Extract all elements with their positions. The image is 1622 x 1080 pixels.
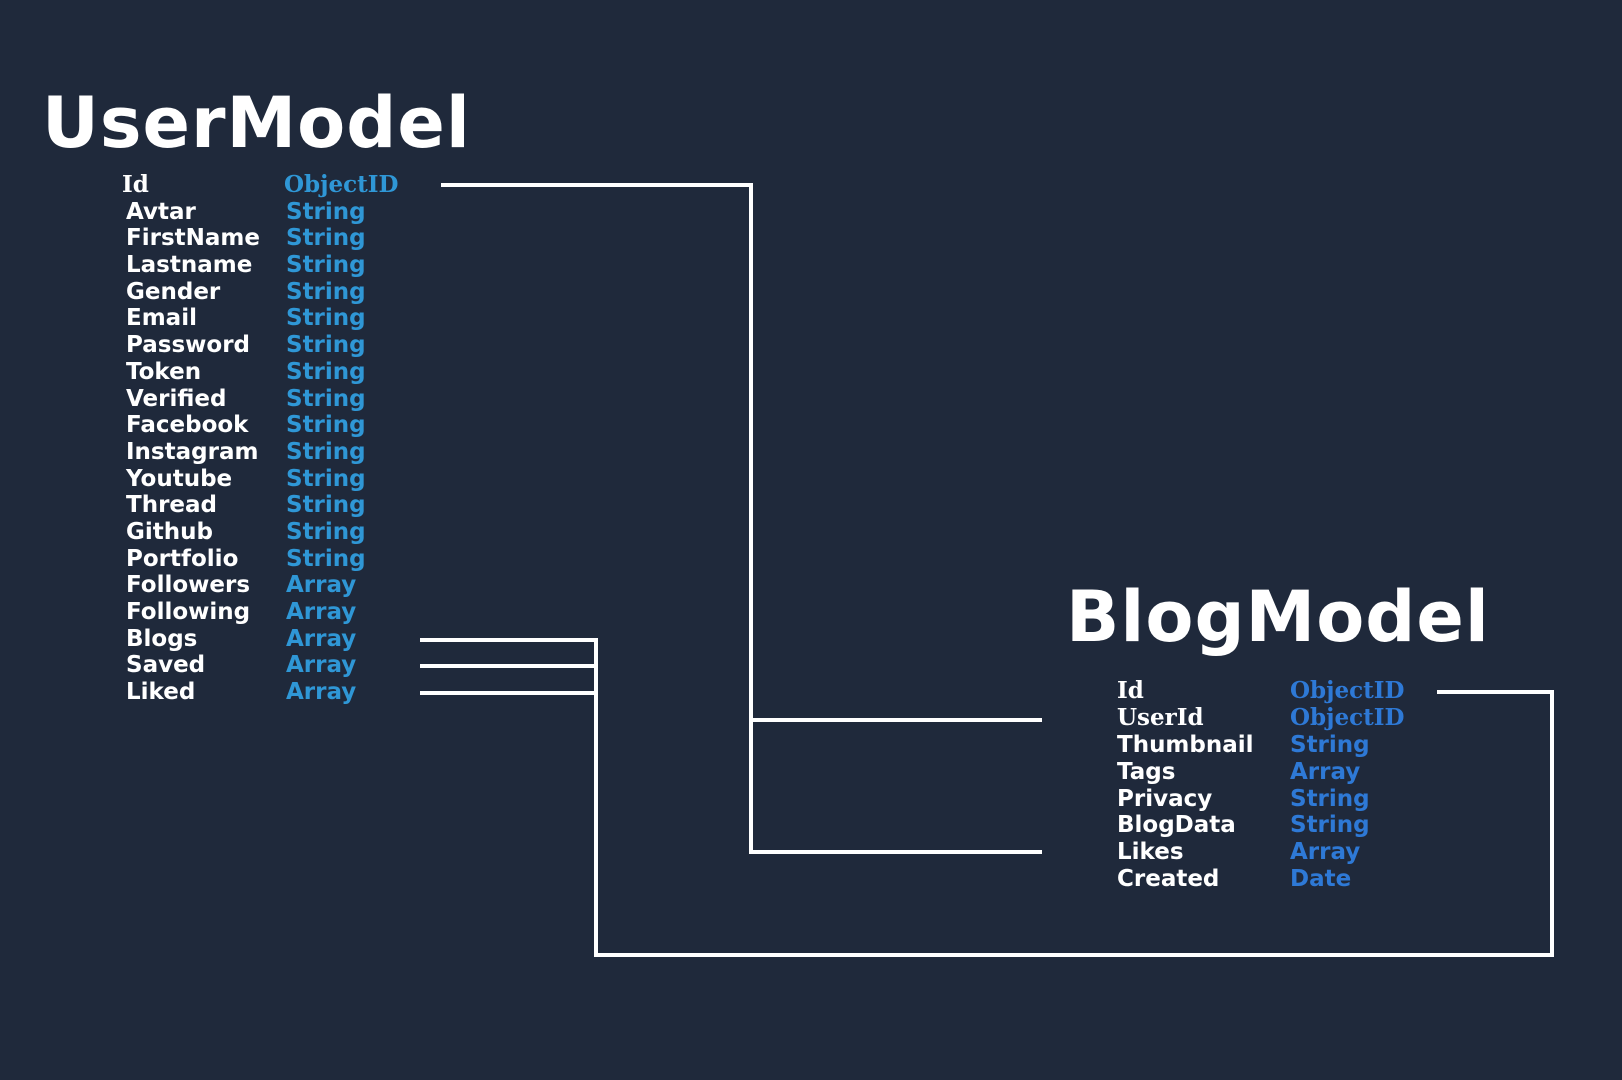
blog-field-userid: UserId ObjectID — [1117, 703, 1417, 732]
blog-field-blogdata: BlogData String — [1117, 812, 1417, 839]
user-field-email: Email String — [126, 305, 446, 332]
user-field-verified: Verified String — [126, 386, 446, 413]
user-field-password: Password String — [126, 332, 446, 359]
field-name: Verified — [126, 385, 227, 412]
field-type: String — [286, 358, 366, 385]
field-name: Following — [126, 599, 251, 625]
field-name: Token — [126, 358, 202, 385]
connector-user-id-to-blog-likes — [749, 720, 1042, 854]
field-name: Tags — [1117, 758, 1176, 785]
user-field-gender: Gender String — [126, 279, 446, 306]
field-type: Array — [1290, 758, 1361, 785]
connector-user-blogs — [420, 638, 1554, 957]
field-name: Lastname — [126, 252, 253, 279]
user-field-firstname: FirstName String — [126, 225, 446, 252]
field-type: Array — [286, 652, 357, 679]
field-type: String — [286, 465, 366, 492]
user-model-title: UserModel — [42, 82, 471, 164]
field-type: Date — [1290, 866, 1352, 893]
field-type: Array — [286, 572, 357, 599]
user-field-saved: Saved Array — [126, 652, 446, 679]
user-field-followers: Followers Array — [126, 572, 446, 599]
field-type: Array — [1290, 839, 1361, 866]
field-name: Instagram — [126, 438, 259, 465]
user-field-github: Github String — [126, 519, 446, 546]
field-type: String — [286, 492, 366, 519]
field-type: ObjectID — [284, 171, 399, 198]
user-field-token: Token String — [126, 359, 446, 386]
field-name: Privacy — [1117, 785, 1213, 812]
field-type: String — [286, 518, 366, 545]
field-name: Thumbnail — [1117, 731, 1254, 758]
blog-field-privacy: Privacy String — [1117, 786, 1417, 813]
field-name: Email — [126, 305, 197, 332]
field-type: Array — [286, 599, 357, 625]
blog-field-thumbnail: Thumbnail String — [1117, 732, 1417, 759]
field-type: String — [1290, 731, 1370, 758]
field-name: Portfolio — [126, 545, 239, 572]
field-type: ObjectID — [1290, 677, 1405, 704]
field-name: Id — [1117, 677, 1144, 704]
field-name: UserId — [1117, 703, 1204, 731]
field-type: String — [286, 385, 366, 412]
user-field-facebook: Facebook String — [126, 412, 446, 439]
blog-field-created: Created Date — [1117, 866, 1417, 893]
field-name: Thread — [126, 492, 217, 519]
user-field-liked: Liked Array — [126, 679, 446, 706]
field-type: String — [286, 438, 366, 465]
field-type: String — [1290, 785, 1370, 812]
field-type: String — [286, 278, 366, 305]
blog-model-title: BlogModel — [1066, 576, 1490, 658]
field-name: Password — [126, 332, 250, 359]
field-type: String — [286, 332, 366, 359]
blog-field-tags: Tags Array — [1117, 759, 1417, 786]
field-name: Blogs — [126, 625, 198, 652]
user-field-youtube: Youtube String — [126, 466, 446, 493]
field-type: String — [286, 305, 366, 332]
user-field-thread: Thread String — [126, 492, 446, 519]
field-type: String — [286, 545, 366, 572]
field-type: String — [286, 198, 366, 225]
field-name: Facebook — [126, 412, 249, 439]
field-name: Liked — [126, 679, 196, 706]
field-type: Array — [286, 625, 357, 652]
field-name: Saved — [126, 652, 206, 679]
field-type: ObjectID — [1290, 703, 1405, 731]
field-name: Gender — [126, 278, 221, 305]
user-field-blogs: Blogs Array — [126, 626, 446, 653]
blog-field-likes: Likes Array — [1117, 839, 1417, 866]
field-name: Followers — [126, 572, 251, 599]
field-name: Likes — [1117, 839, 1184, 866]
field-type: String — [286, 252, 366, 279]
field-name: BlogData — [1117, 812, 1236, 839]
field-name: Created — [1117, 866, 1220, 893]
user-field-portfolio: Portfolio String — [126, 546, 446, 573]
user-field-instagram: Instagram String — [126, 439, 446, 466]
connector-user-id-to-blog-userid — [441, 183, 1042, 722]
field-type: String — [286, 225, 366, 252]
field-name: FirstName — [126, 225, 260, 252]
field-name: Avtar — [126, 198, 196, 225]
user-field-lastname: Lastname String — [126, 252, 446, 279]
field-type: String — [286, 412, 366, 439]
field-name: Youtube — [126, 465, 233, 492]
blog-field-id: Id ObjectID — [1117, 678, 1417, 705]
user-field-avtar: Avtar String — [126, 199, 446, 226]
field-type: String — [1290, 812, 1370, 839]
field-type: Array — [286, 679, 357, 706]
field-name: Github — [126, 518, 213, 545]
field-name: Id — [122, 171, 149, 198]
user-field-following: Following Array — [126, 599, 446, 626]
user-field-id: Id ObjectID — [122, 171, 446, 199]
